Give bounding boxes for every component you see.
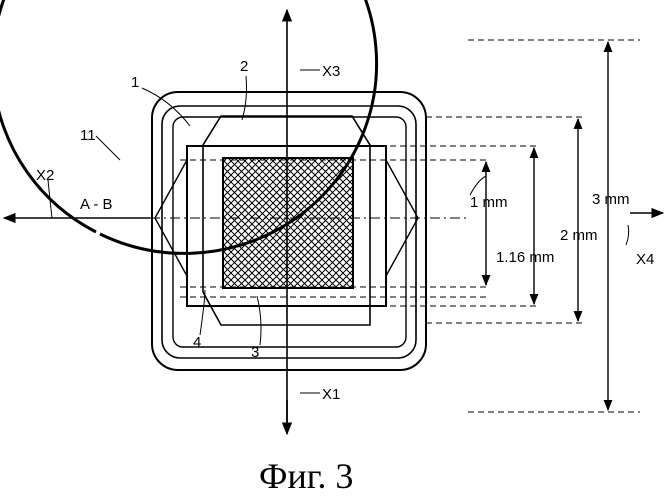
ref-label-1: 1 — [131, 74, 139, 91]
ref-label-11: 11 — [80, 127, 96, 144]
ref-label-3: 3 — [251, 344, 259, 361]
axis-label-x2: X2 — [36, 167, 54, 184]
axis-label-x3: X3 — [322, 63, 340, 80]
hatched-active-area — [223, 158, 353, 288]
ref-label-4: 4 — [193, 334, 201, 351]
section-label: A - B — [80, 196, 113, 213]
axis-label-x1: X1 — [322, 386, 340, 403]
axis-label-x4: X4 — [636, 251, 654, 268]
ref-label-2: 2 — [240, 58, 248, 75]
dim-label-3mm: 3 mm — [592, 191, 630, 208]
figure-caption: Фиг. 3 — [259, 456, 353, 496]
dim-label-1mm: 1 mm — [470, 194, 508, 211]
dim-label-116mm: 1.16 mm — [496, 249, 554, 266]
dim-label-2mm: 2 mm — [560, 227, 598, 244]
